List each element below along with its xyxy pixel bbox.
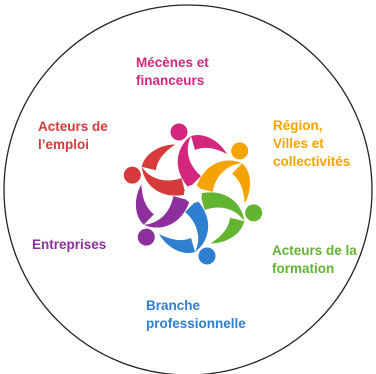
label-line: Acteurs de la — [272, 243, 357, 258]
label-line: formation — [272, 261, 335, 276]
label-line: collectivités — [273, 154, 351, 169]
label-line: l’emploi — [38, 137, 90, 152]
label-line: Villes et — [273, 136, 324, 151]
label-line: professionnelle — [146, 316, 246, 331]
figure-5 — [135, 184, 190, 246]
figure-1 — [170, 123, 227, 188]
node-mecenes-et-financeurs: Mécènes et financeurs — [136, 54, 209, 90]
figure-3 — [200, 192, 263, 244]
label-line: Branche — [146, 298, 201, 313]
figure-4 — [159, 200, 216, 265]
node-acteurs-de-la-formation: Acteurs de la formation — [272, 242, 357, 278]
figure-2 — [196, 142, 251, 204]
node-region-villes-collectivites: Région, Villes et collectivités — [273, 117, 350, 171]
label-line: Mécènes et — [136, 55, 209, 70]
figure-6 — [123, 144, 186, 196]
label-line: Région, — [273, 118, 323, 133]
label-line: Entreprises — [32, 237, 107, 252]
node-entreprises: Entreprises — [32, 236, 106, 254]
label-line: financeurs — [136, 73, 205, 88]
label-line: Acteurs de — [38, 119, 108, 134]
node-branche-professionnelle: Branche professionnelle — [146, 297, 246, 333]
logo-center — [184, 185, 202, 203]
node-acteurs-de-l-emploi: Acteurs de l’emploi — [38, 118, 108, 154]
